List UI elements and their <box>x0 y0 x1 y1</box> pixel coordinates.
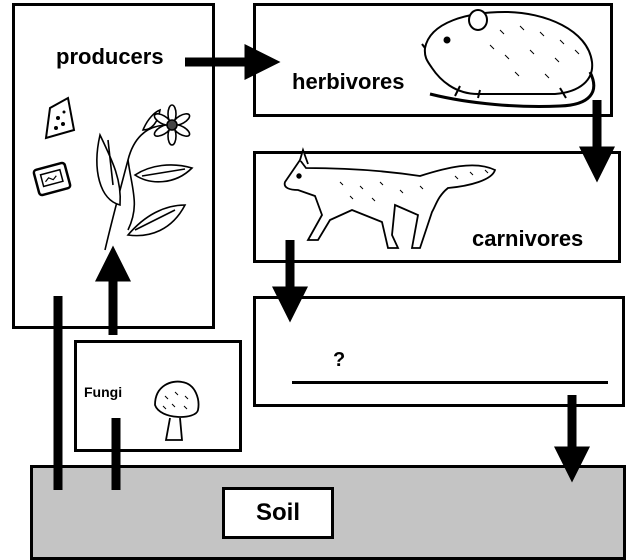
leaf-fragment-icon <box>46 98 74 138</box>
flowering-plant-icon <box>97 105 192 250</box>
rat-icon <box>422 10 594 107</box>
mushroom-icon <box>155 382 198 440</box>
fox-icon <box>285 150 495 248</box>
seed-icon <box>33 162 71 195</box>
